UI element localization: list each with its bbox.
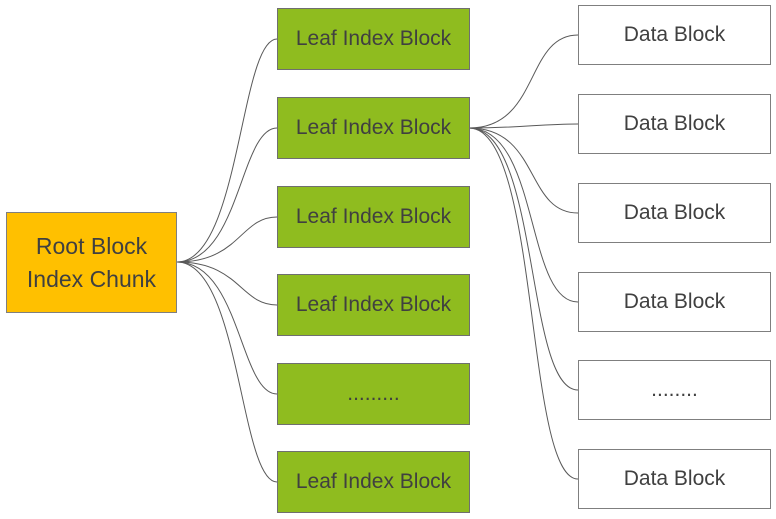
leaf-index-block-1[interactable]: Leaf Index Block xyxy=(277,8,470,70)
leaf-index-block-2[interactable]: Leaf Index Block xyxy=(277,97,470,159)
leaf-index-block-ellipsis[interactable]: ......... xyxy=(277,363,470,425)
leaf-index-block-label: Leaf Index Block xyxy=(295,116,452,140)
data-block-label: Data Block xyxy=(623,201,726,225)
leaf-to-data-connector-1 xyxy=(468,34,579,129)
data-block-1[interactable]: Data Block xyxy=(578,5,771,65)
leaf-to-data-connector-4 xyxy=(468,127,579,303)
root-to-leaf-connector-4 xyxy=(176,261,278,306)
data-block-2[interactable]: Data Block xyxy=(578,94,771,154)
root-block-label-line1: Root Block xyxy=(35,233,148,260)
leaf-index-block-label: Leaf Index Block xyxy=(295,27,452,51)
leaf-to-data-connector-6 xyxy=(468,127,579,480)
root-to-leaf-connector-5 xyxy=(176,261,278,395)
leaf-index-block-label: ......... xyxy=(347,382,400,406)
root-to-leaf-connector-3 xyxy=(176,216,278,263)
data-block-label: Data Block xyxy=(623,290,726,314)
data-block-4[interactable]: Data Block xyxy=(578,272,771,332)
root-to-leaf-connector-2 xyxy=(176,127,278,263)
leaf-index-block-4[interactable]: Leaf Index Block xyxy=(277,274,470,336)
leaf-to-data-connector-5 xyxy=(468,127,579,391)
root-block-index-chunk[interactable]: Root Block Index Chunk xyxy=(6,212,177,313)
data-block-label: Data Block xyxy=(623,112,726,136)
data-block-3[interactable]: Data Block xyxy=(578,183,771,243)
leaf-index-block-label: Leaf Index Block xyxy=(295,293,452,317)
root-to-leaf-connector-1 xyxy=(176,38,278,263)
data-block-6[interactable]: Data Block xyxy=(578,449,771,509)
leaf-index-block-label: Leaf Index Block xyxy=(295,205,452,229)
data-block-label: ........ xyxy=(651,378,698,402)
leaf-to-data-connector-3 xyxy=(468,127,579,214)
leaf-index-block-label: Leaf Index Block xyxy=(295,470,452,494)
leaf-to-data-connector-2 xyxy=(468,123,579,129)
root-to-leaf-connector-6 xyxy=(176,261,278,483)
data-block-label: Data Block xyxy=(623,467,726,491)
root-block-label-line2: Index Chunk xyxy=(26,265,157,292)
leaf-index-block-3[interactable]: Leaf Index Block xyxy=(277,186,470,248)
data-block-label: Data Block xyxy=(623,23,726,47)
leaf-index-block-6[interactable]: Leaf Index Block xyxy=(277,451,470,513)
data-block-ellipsis[interactable]: ........ xyxy=(578,360,771,420)
